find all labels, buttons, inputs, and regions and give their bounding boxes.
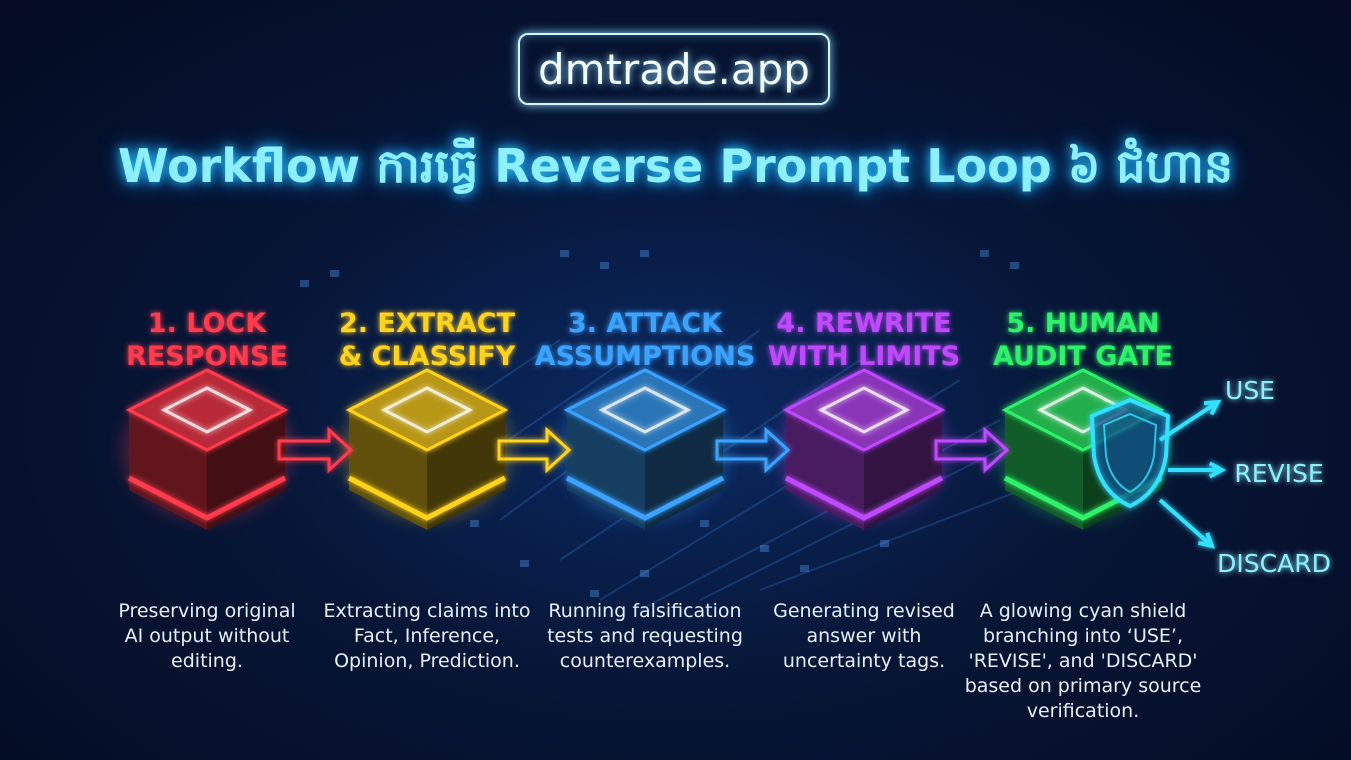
step-description-line: tests and requesting <box>547 625 743 647</box>
cube-top-face <box>345 368 509 452</box>
step-description: Preserving original AI output without edit… <box>118 600 295 672</box>
step-description: Generating revised answer with uncertainty… <box>773 600 955 672</box>
flow-arrow-3 <box>715 426 791 474</box>
shield-inner <box>1102 412 1158 494</box>
circuit-dot <box>470 520 479 527</box>
cube-top-inset <box>598 386 692 434</box>
step-title: 2. EXTRACT& CLASSIFY <box>339 308 516 372</box>
outcome-label: DISCARD <box>1217 549 1331 578</box>
step-title-line: AUDIT GATE <box>993 341 1173 372</box>
step-description-line: answer with <box>807 625 922 647</box>
circuit-dot <box>520 560 529 567</box>
step-title-line: WITH LIMITS <box>768 341 960 372</box>
shield-outline <box>1089 397 1171 509</box>
cube-top-inset <box>1036 386 1130 434</box>
step-cube <box>779 368 949 530</box>
circuit-dot <box>300 280 309 287</box>
step-description-line: Fact, Inference, <box>354 625 500 647</box>
cube-top-face <box>125 368 289 452</box>
outcome-label: REVISE <box>1234 459 1323 488</box>
outcome-arrow-3 <box>1158 498 1216 549</box>
brand-badge: dmtrade.app <box>518 33 830 105</box>
step-description-line: A glowing cyan shield <box>980 600 1187 622</box>
step-cube <box>122 368 292 530</box>
step-description-line: based on primary source <box>965 675 1202 697</box>
circuit-dot <box>880 540 889 547</box>
outcome-arrow-2 <box>1168 461 1227 479</box>
step-description: A glowing cyan shield branching into ‘USE… <box>965 600 1202 722</box>
circuit-dot <box>700 520 709 527</box>
circuit-dot <box>330 270 339 277</box>
circuit-dot <box>1010 262 1019 269</box>
step-description-line: verification. <box>1027 700 1140 722</box>
step-description-line: 'REVISE', and 'DISCARD' <box>968 650 1197 672</box>
step-description-line: Extracting claims into <box>324 600 531 622</box>
step-title-line: & CLASSIFY <box>339 341 516 372</box>
brand-text: dmtrade.app <box>538 44 810 94</box>
cube-base-glow <box>565 475 725 521</box>
step-description: Running falsification tests and requestin… <box>547 600 743 672</box>
step-description-line: editing. <box>171 650 243 672</box>
circuit-dot <box>640 250 649 257</box>
circuit-dot <box>800 565 809 572</box>
step-cube <box>560 368 730 530</box>
step-description-line: AI output without <box>125 625 290 647</box>
step-description-line: branching into ‘USE’, <box>983 625 1183 647</box>
step-title-line: 4. REWRITE <box>776 308 951 339</box>
cube-base-glow <box>784 475 944 521</box>
flow-arrow-2 <box>497 426 572 474</box>
step-title-line: RESPONSE <box>126 341 288 372</box>
cube-base-glow <box>347 475 507 521</box>
page-title: Workflow ការធ្វើ Reverse Prompt Loop ៦ ជ… <box>117 139 1234 193</box>
step-description-line: Generating revised <box>773 600 955 622</box>
step-cube <box>342 368 512 530</box>
step-description-line: uncertainty tags. <box>783 650 945 672</box>
cube-base-glow <box>127 475 287 521</box>
step-title-line: ASSUMPTIONS <box>535 341 756 372</box>
cube-top-face <box>563 368 727 452</box>
outcome-arrow-1 <box>1158 399 1222 442</box>
step-title-line: 1. LOCK <box>148 308 267 339</box>
step-description-line: Preserving original <box>118 600 295 622</box>
circuit-dot <box>590 590 599 597</box>
cube-top-face <box>782 368 946 452</box>
flow-arrow-4 <box>934 426 1010 474</box>
flow-arrow-1 <box>277 426 354 474</box>
outcome-label: USE <box>1225 376 1275 405</box>
circuit-dot <box>600 262 609 269</box>
step-title-line: 2. EXTRACT <box>339 308 516 339</box>
circuit-dot <box>560 250 569 257</box>
cube-top-inset <box>380 386 474 434</box>
shield-icon <box>1089 397 1171 509</box>
circuit-dot <box>980 250 989 257</box>
step-title-line: 3. ATTACK <box>568 308 723 339</box>
step-description-line: Opinion, Prediction. <box>334 650 520 672</box>
step-description-line: Running falsification <box>548 600 741 622</box>
cube-top-inset <box>817 386 911 434</box>
step-description-line: counterexamples. <box>560 650 730 672</box>
circuit-dot <box>760 545 769 552</box>
step-2: 2. EXTRACT& CLASSIFY Extracting claims in… <box>324 308 531 672</box>
cube-top-inset <box>160 386 254 434</box>
step-title-line: 5. HUMAN <box>1006 308 1159 339</box>
